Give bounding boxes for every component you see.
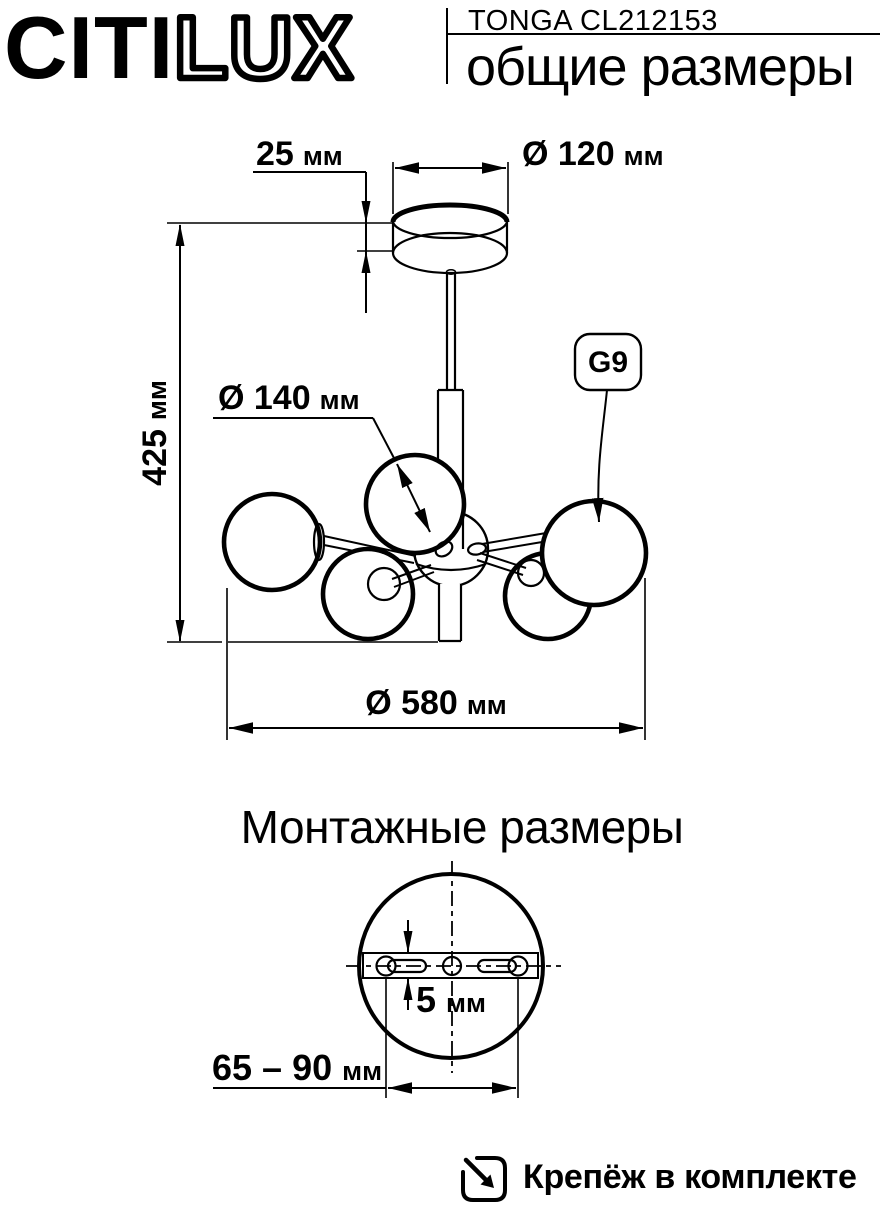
footer-note-text: Крепёж в комплекте — [523, 1157, 857, 1196]
globe-top-socket — [434, 540, 454, 558]
svg-text:5мм: 5 мм — [416, 979, 486, 1020]
shade-diameter-value: Ø 140 — [218, 379, 311, 417]
dimension-overall-height: 425 мм — [136, 224, 222, 643]
dimension-mounting-pitch: 65 – 90 мм — [212, 978, 519, 1098]
footer-note: Крепёж в комплекте — [456, 1149, 857, 1205]
shade-diameter-unit: мм — [320, 385, 360, 415]
logo-outline-part: LUX — [174, 0, 353, 96]
mounting-figure — [346, 861, 561, 1073]
canopy-height-value: 25 — [256, 135, 294, 173]
citilux-logo: CITILUX — [4, 0, 355, 96]
globe-bottom-left — [320, 546, 416, 642]
canopy-diameter-value: Ø 120 — [522, 135, 615, 173]
overall-diameter-unit: мм — [467, 690, 507, 720]
overall-height-unit: мм — [142, 380, 172, 420]
dimension-shade-diameter: Ø 140 мм — [213, 379, 431, 533]
globe-bottom-left-socket — [366, 566, 402, 602]
socket-type-label: G9 — [588, 346, 628, 379]
globe-left — [221, 491, 323, 593]
svg-text:CITILUX: CITILUX — [4, 0, 353, 96]
svg-text:25мм: 25 мм — [256, 135, 343, 173]
section-title-general: общие размеры — [466, 37, 855, 97]
mounting-section-title: Монтажные размеры — [241, 801, 684, 853]
plate-height-value: 5 — [416, 979, 436, 1020]
socket-callout: G9 — [573, 332, 643, 523]
chandelier-figure — [221, 202, 649, 643]
mounting-pitch-unit: мм — [342, 1056, 382, 1086]
globe-left-socket — [312, 522, 326, 562]
header-vertical-divider — [446, 8, 448, 84]
header-horizontal-rule — [447, 33, 880, 35]
lower-stem — [437, 584, 463, 643]
mounting-pitch-value: 65 – 90 — [212, 1047, 332, 1088]
product-model: TONGA CL212153 — [468, 5, 718, 37]
canopy-diameter-unit: мм — [624, 141, 664, 171]
dimension-canopy-height: 25 мм — [167, 135, 392, 313]
hub-right-socket — [466, 542, 488, 556]
logo-solid-part: CITI — [4, 0, 174, 96]
dimension-canopy-diameter: Ø 120 мм — [392, 135, 664, 214]
arm-right-lower — [476, 552, 527, 576]
dimension-overall-diameter: Ø 580 мм — [226, 578, 646, 740]
overall-height-value: 425 — [136, 429, 174, 486]
overall-diameter-value: Ø 580 — [365, 684, 458, 722]
hardware-included-icon — [461, 1156, 507, 1202]
dimension-plate-height: 5 мм — [403, 920, 486, 1020]
plate-height-unit: мм — [446, 988, 486, 1018]
globe-right — [539, 498, 649, 608]
svg-text:425мм: 425 мм — [136, 380, 174, 486]
canopy-height-unit: мм — [303, 141, 343, 171]
globe-top — [363, 452, 467, 556]
ceiling-canopy — [390, 202, 510, 275]
